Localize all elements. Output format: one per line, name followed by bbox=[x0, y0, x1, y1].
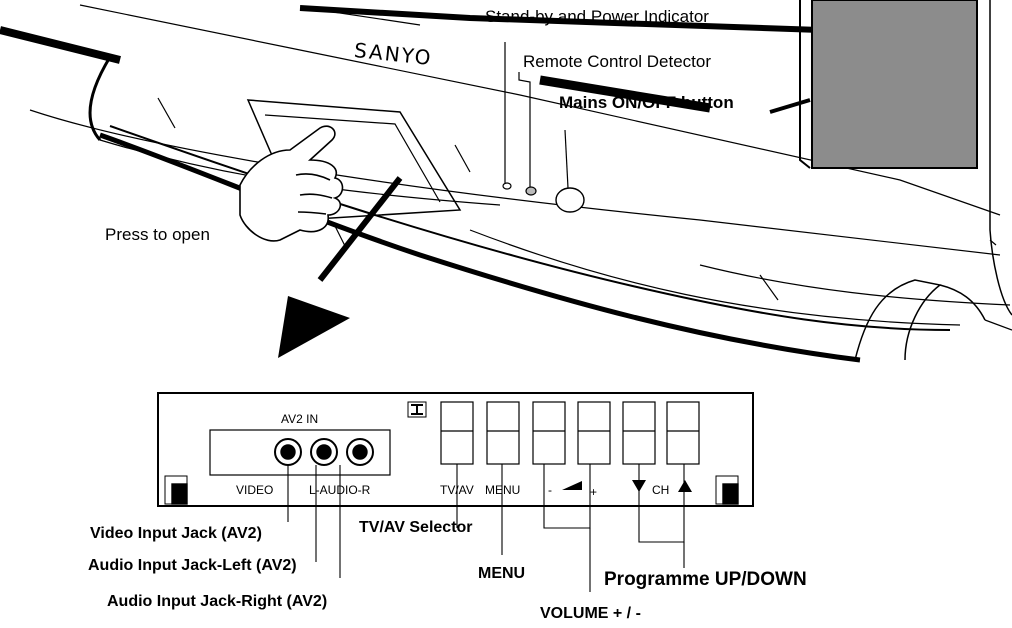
audio-label: L-AUDIO-R bbox=[309, 483, 371, 497]
volume-wedge-icon bbox=[562, 481, 582, 490]
video-label: VIDEO bbox=[236, 483, 274, 497]
remote-detector-label: Remote Control Detector bbox=[523, 52, 712, 71]
audio-left-jack bbox=[310, 438, 338, 466]
ch-label: CH bbox=[652, 483, 670, 497]
pressing-hand-icon bbox=[239, 125, 344, 242]
video-jack bbox=[274, 438, 302, 466]
menu-label: MENU bbox=[478, 565, 526, 582]
tvav-selector-label: TV/AV Selector bbox=[359, 519, 473, 536]
open-arrow-icon bbox=[278, 176, 403, 358]
standby-indicator-label: Stand-by and Power Indicator bbox=[485, 7, 709, 26]
audio-right-label: Audio Input Jack-Right (AV2) bbox=[107, 593, 328, 610]
left-clip bbox=[164, 475, 188, 505]
ch-up-icon bbox=[678, 480, 692, 492]
right-clip bbox=[715, 475, 739, 505]
av2-in-label: AV2 IN bbox=[281, 412, 319, 426]
audio-right-jack bbox=[346, 438, 374, 466]
vol-minus-label: - bbox=[548, 483, 552, 497]
press-to-open-label: Press to open bbox=[105, 225, 210, 244]
power-symbol-icon bbox=[407, 401, 427, 418]
tvav-panel-label: TV/AV bbox=[440, 483, 474, 497]
tv-cabinet bbox=[0, 0, 1012, 363]
programme-label: Programme UP/DOWN bbox=[604, 569, 807, 590]
callout-lines bbox=[287, 464, 685, 592]
volume-label: VOLUME + / - bbox=[540, 605, 641, 622]
audio-left-label: Audio Input Jack-Left (AV2) bbox=[88, 557, 297, 574]
panel-buttons bbox=[440, 401, 700, 465]
vol-plus-label: + bbox=[590, 485, 598, 499]
mains-button-label: Mains ON/OFF button bbox=[559, 93, 734, 112]
control-panel bbox=[157, 392, 754, 507]
menu-panel-label: MENU bbox=[485, 483, 521, 497]
video-jack-label: Video Input Jack (AV2) bbox=[90, 525, 262, 542]
